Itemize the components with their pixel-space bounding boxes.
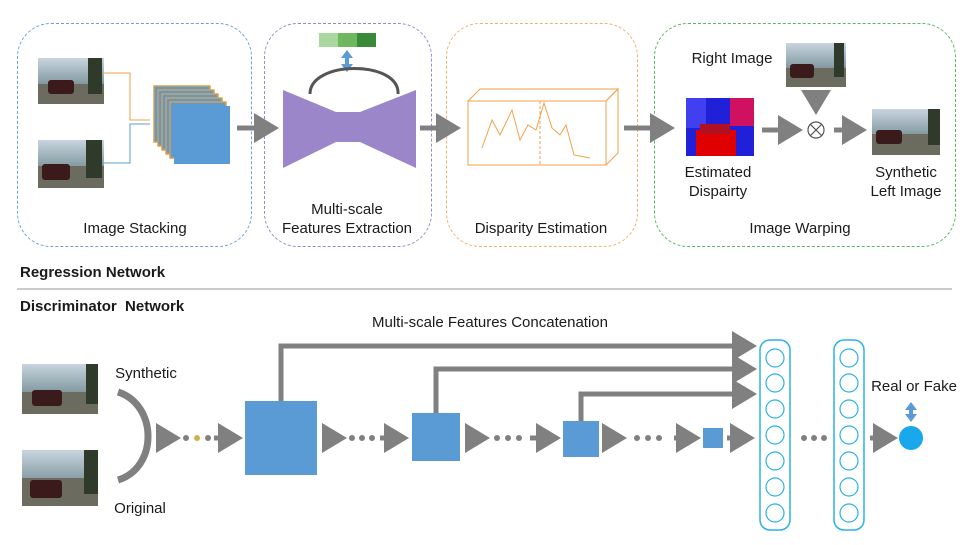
stacking-input-image-1	[38, 58, 104, 104]
concat-line-1	[278, 331, 757, 401]
concat-vector-1	[759, 339, 791, 531]
stage-label-warping: Image Warping	[749, 220, 851, 237]
ellipsis-1	[183, 435, 211, 441]
output-node	[899, 426, 923, 450]
concat-vector-2	[833, 339, 865, 531]
concat-line-2	[433, 354, 757, 413]
real-or-fake-label: Real or Fake	[871, 378, 957, 395]
image-stacking-box	[17, 23, 252, 247]
concat-label: Multi-scale Features Concatenation	[372, 314, 608, 331]
synthetic-left-image-thumb	[872, 109, 940, 155]
concat-line-3	[578, 379, 757, 421]
stage-label-features: Multi-scale Features Extraction	[264, 200, 430, 238]
estimated-disparity-label: Estimated Dispairty	[684, 164, 752, 200]
synthetic-left-label: Synthetic Left Image	[870, 164, 942, 200]
double-arrow-icon	[341, 50, 353, 72]
stacked-channels	[153, 85, 230, 164]
ellipsis-2	[349, 435, 375, 441]
stacking-input-image-2	[38, 140, 104, 188]
synthetic-label: Synthetic	[115, 365, 177, 382]
features-label-text: Multi-scale Features Extraction	[281, 201, 413, 237]
disc-block-1	[245, 401, 317, 475]
right-image-thumb	[786, 43, 846, 87]
discriminator-network-title: Discriminator Network	[20, 298, 185, 315]
double-arrow-icon-2	[905, 402, 917, 422]
disc-block-3	[563, 421, 599, 457]
stage-label-image-stacking: Image Stacking	[83, 220, 187, 237]
warp-operator-icon	[807, 121, 825, 139]
disc-original-image	[22, 450, 98, 506]
feature-bar	[319, 33, 376, 47]
encoder-decoder-bowtie	[283, 90, 416, 168]
right-image-label: Right Image	[691, 50, 773, 67]
disc-synthetic-image	[22, 364, 98, 414]
ellipsis-3	[494, 435, 522, 441]
regression-network-title: Regression Network	[20, 264, 166, 281]
original-label: Original	[114, 500, 166, 517]
skip-connection-arc	[308, 67, 400, 95]
merge-bracket	[116, 388, 152, 484]
disc-block-4	[703, 428, 723, 448]
estimated-disparity-map	[686, 98, 754, 156]
ellipsis-5	[801, 435, 827, 441]
disc-block-2	[412, 413, 460, 461]
disparity-volume	[466, 87, 620, 166]
ellipsis-4	[634, 435, 662, 441]
stage-label-disparity: Disparity Estimation	[474, 220, 608, 237]
